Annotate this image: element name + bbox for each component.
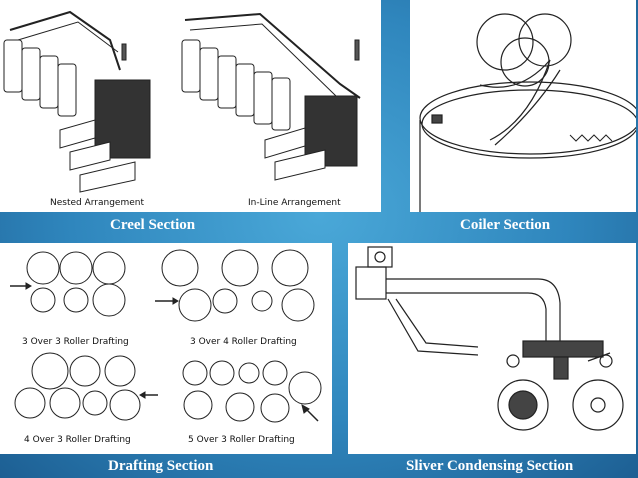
coiler-caption: Coiler Section <box>460 217 551 233</box>
nested-arrangement-label: Nested Arrangement <box>50 198 145 208</box>
drafting-label-4over3: 4 Over 3 Roller Drafting <box>24 435 131 445</box>
coiler-panel <box>410 0 636 212</box>
drafting-illustration <box>10 249 322 423</box>
sliver-caption: Sliver Condensing Section <box>406 458 574 474</box>
sliver-illustration <box>355 246 624 431</box>
drafting-panel: 3 Over 3 Roller Drafting 3 Over 4 Roller… <box>0 243 332 454</box>
drafting-caption: Drafting Section <box>108 458 214 474</box>
coiler-illustration <box>419 13 636 212</box>
drafting-label-3over3: 3 Over 3 Roller Drafting <box>22 337 129 347</box>
creel-illustration <box>3 10 361 193</box>
creel-caption: Creel Section <box>110 217 196 233</box>
drafting-label-3over4: 3 Over 4 Roller Drafting <box>190 337 297 347</box>
sliver-panel <box>348 243 636 454</box>
creel-panel: Nested Arrangement In-Line Arrangement <box>0 0 381 212</box>
drafting-label-5over3: 5 Over 3 Roller Drafting <box>188 435 295 445</box>
inline-arrangement-label: In-Line Arrangement <box>248 198 341 208</box>
